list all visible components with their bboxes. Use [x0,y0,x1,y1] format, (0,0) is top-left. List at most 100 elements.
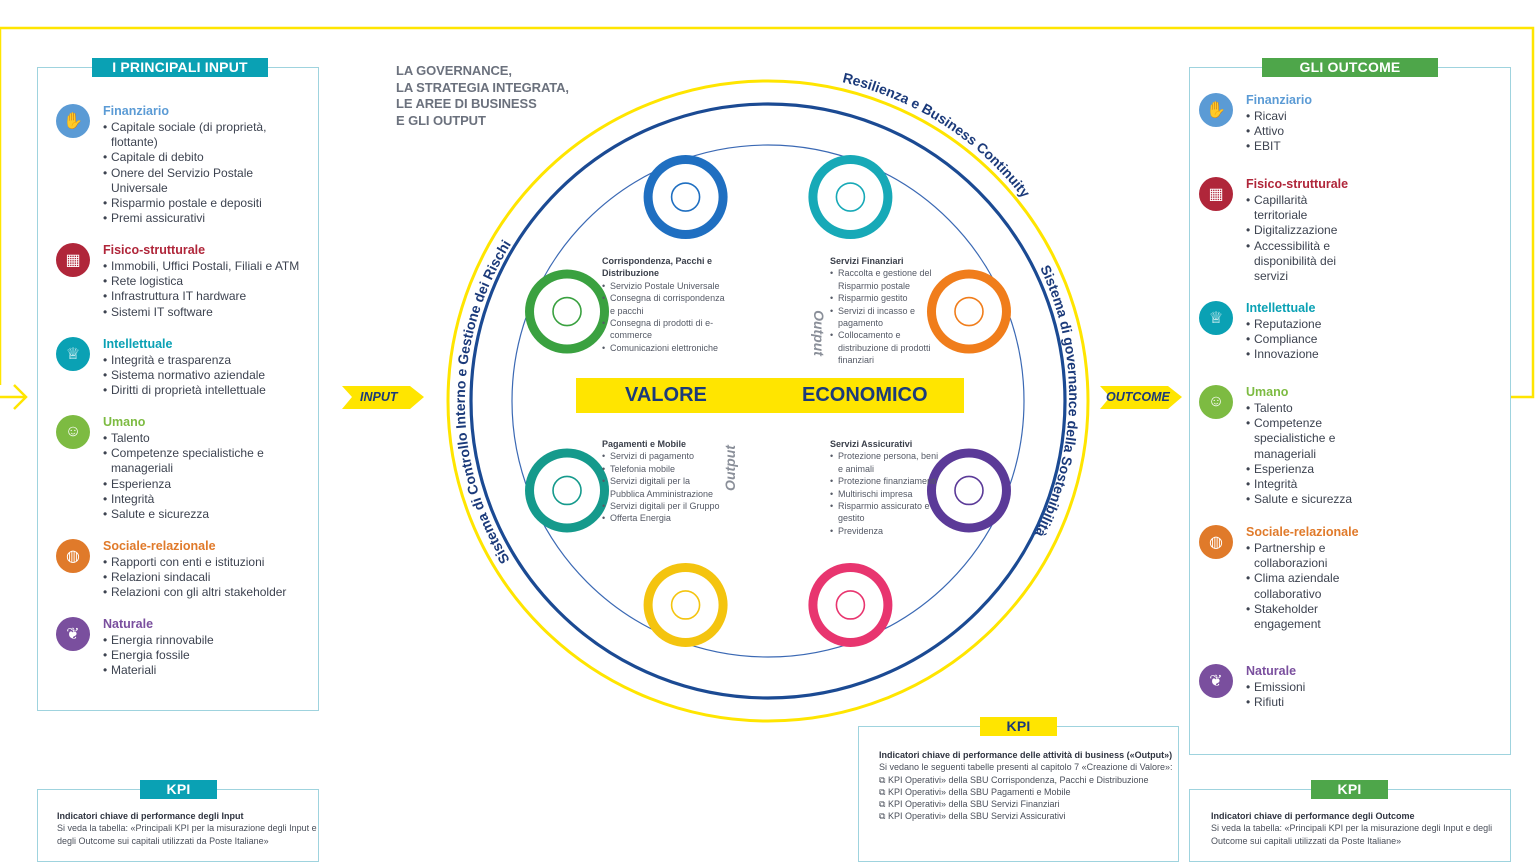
globe-icon: ◍ [56,539,90,573]
category-title: Intellettuale [1246,301,1316,315]
inner-ring [511,144,1025,658]
category-item: Esperienza [1246,462,1356,477]
category-item: Energia rinnovabile [103,633,303,648]
category-item: Salute e sicurezza [103,507,303,522]
category-item: Salute e sicurezza [1246,492,1356,507]
people-hand-icon-glyph [954,296,984,327]
category-item: Innovazione [1246,347,1356,362]
category-item: Relazioni con gli altri stakeholder [103,585,303,600]
capital-category: ☺UmanoTalentoCompetenze specialistiche e… [1199,385,1356,507]
kpi-input-box: Indicatori chiave di performance degli I… [37,789,319,862]
category-title: Naturale [1246,664,1297,678]
category-item: Relazioni sindacali [103,570,303,585]
outcome-arrow-label: OUTCOME [1106,390,1170,404]
category-title: Fisico-strutturale [1246,177,1349,191]
sector-servizi-assicurativi: Servizi Assicurativi Protezione persona,… [830,438,944,537]
category-item: Infrastruttura IT hardware [103,289,303,304]
kpi-outcome-header: KPI [1311,780,1388,799]
people-hand-icon-inner [935,278,1002,345]
category-title: Umano [103,415,146,429]
economico-label: ECONOMICO [802,384,928,406]
money-hand-icon: ✋ [1199,93,1233,127]
category-item: Talento [1246,401,1356,416]
category-item: Accessibilità e disponibilità dei serviz… [1246,239,1356,285]
kpi-link[interactable]: ⧉ KPI Operativi» della SBU Servizi Assic… [879,811,1066,822]
capital-category: ☺ UmanoTalentoCompetenze specialistiche e… [56,415,303,522]
capital-category: ♕IntellettualeIntegrità e trasparenzaSis… [56,337,303,399]
capital-category: ❦ NaturaleEmissioniRifiuti [1199,664,1356,710]
category-item: Digitalizzazione [1246,223,1356,238]
outcome-panel-header: GLI OUTCOME [1262,58,1438,77]
sector-servizi-finanziari: Servizi Finanziari Raccolta e gestione d… [830,255,942,367]
kpi-link[interactable]: ⧉ KPI Operativi» della SBU Servizi Finan… [879,799,1060,810]
bar-chart-icon-glyph [670,182,701,212]
category-title: Sociale-relazionale [103,539,216,553]
category-item: Rifiuti [1246,695,1356,710]
kpi-outcome-box: Indicatori chiave di performance degli O… [1189,789,1511,862]
kpi-link[interactable]: ⧉ KPI Operativi» della SBU Pagamenti e M… [879,786,1071,797]
sector-corrispondenza: Corrispondenza, Pacchi e Distribuzione S… [602,255,732,354]
kpi-link[interactable]: ⧉ KPI Operativi» della SBU Corrispondenz… [879,774,1149,785]
trophy-icon: ♕ [1199,301,1233,335]
smile-icon-inner [652,571,719,638]
globe-icon: ◍ [1199,525,1233,559]
bar-chart-icon-inner [652,164,719,231]
feedback-loop-line [0,26,1535,399]
category-title: Finanziario [1246,93,1312,107]
category-item: Integrità e trasparenza [103,353,303,368]
category-item: Emissioni [1246,680,1356,695]
category-item: Reputazione [1246,317,1356,332]
outer-yellow-ring [446,79,1090,723]
capital-category: ◍ Sociale-relazionaleRapporti con enti e … [56,539,303,601]
leaf-hand-icon: ❦ [56,617,90,651]
money-hand-icon: ✋ [56,104,90,138]
category-item: Integrità [1246,477,1356,492]
navy-ring [469,102,1067,700]
capital-category: ✋FinanziarioCapitale sociale (di proprie… [56,104,303,226]
category-item: Capillarità territoriale [1246,193,1356,223]
capital-category: ▦Fisico-strutturaleImmobili, Uffici Post… [56,243,303,320]
category-item: Stakeholder engagement [1246,602,1356,632]
kpi-output-box: Indicatori chiave di performance delle a… [858,726,1179,862]
category-item: Clima aziendale collaborativo [1246,571,1356,601]
output-label-top: Output [810,310,827,356]
magnifier-icon-glyph [835,182,866,212]
capital-category: ❦NaturaleEnergia rinnovabileEnergia foss… [56,617,303,679]
governance-title: LA GOVERNANCE, LA STRATEGIA INTEGRATA, L… [396,63,569,128]
category-title: Naturale [103,617,154,631]
category-item: Competenze specialistiche e manageriali [103,446,303,476]
wheel-icons [525,155,1011,647]
leaf-hand-icon: ❦ [1199,664,1233,698]
input-panel-header: I PRINCIPALI INPUT [92,58,268,77]
category-item: Integrità [103,492,303,507]
kpi-input-header: KPI [140,780,217,799]
category-item: Capitale di debito [103,150,303,165]
arc-label-controllo: Sistema di Controllo Interno e Gestione … [452,237,514,567]
category-item: Risparmio postale e depositi [103,196,303,211]
capital-category: ♕IntellettualeReputazioneComplianceInnov… [1199,301,1356,363]
category-item: Partnership e collaborazioni [1246,541,1356,571]
category-title: Umano [1246,385,1289,399]
people-icon: ☺ [56,415,90,449]
category-item: EBIT [1246,139,1356,154]
category-item: Onere del Servizio Postale Universale [103,166,303,196]
smile-icon-glyph [670,590,701,620]
category-item: Ricavi [1246,109,1356,124]
valore-label: VALORE [625,384,707,406]
lightbulb-icon-inner [534,457,601,524]
kpi-output-header: KPI [980,717,1057,736]
category-item: Immobili, Uffici Postali, Filiali e ATM [103,259,303,274]
outcome-arrow-shape [1100,386,1182,409]
capital-category: ▦Fisico-strutturaleCapillarità territori… [1199,177,1356,284]
magnifier-icon-inner [817,164,884,231]
category-item: Sistemi IT software [103,305,303,320]
handshake-icon-inner [935,457,1002,524]
category-item: Materiali [103,663,303,678]
trophy-icon: ♕ [56,337,90,371]
category-title: Sociale-relazionale [1246,525,1359,539]
category-item: Talento [103,431,303,446]
people-icon: ☺ [1199,385,1233,419]
category-item: Rapporti con enti e istituzioni [103,555,303,570]
